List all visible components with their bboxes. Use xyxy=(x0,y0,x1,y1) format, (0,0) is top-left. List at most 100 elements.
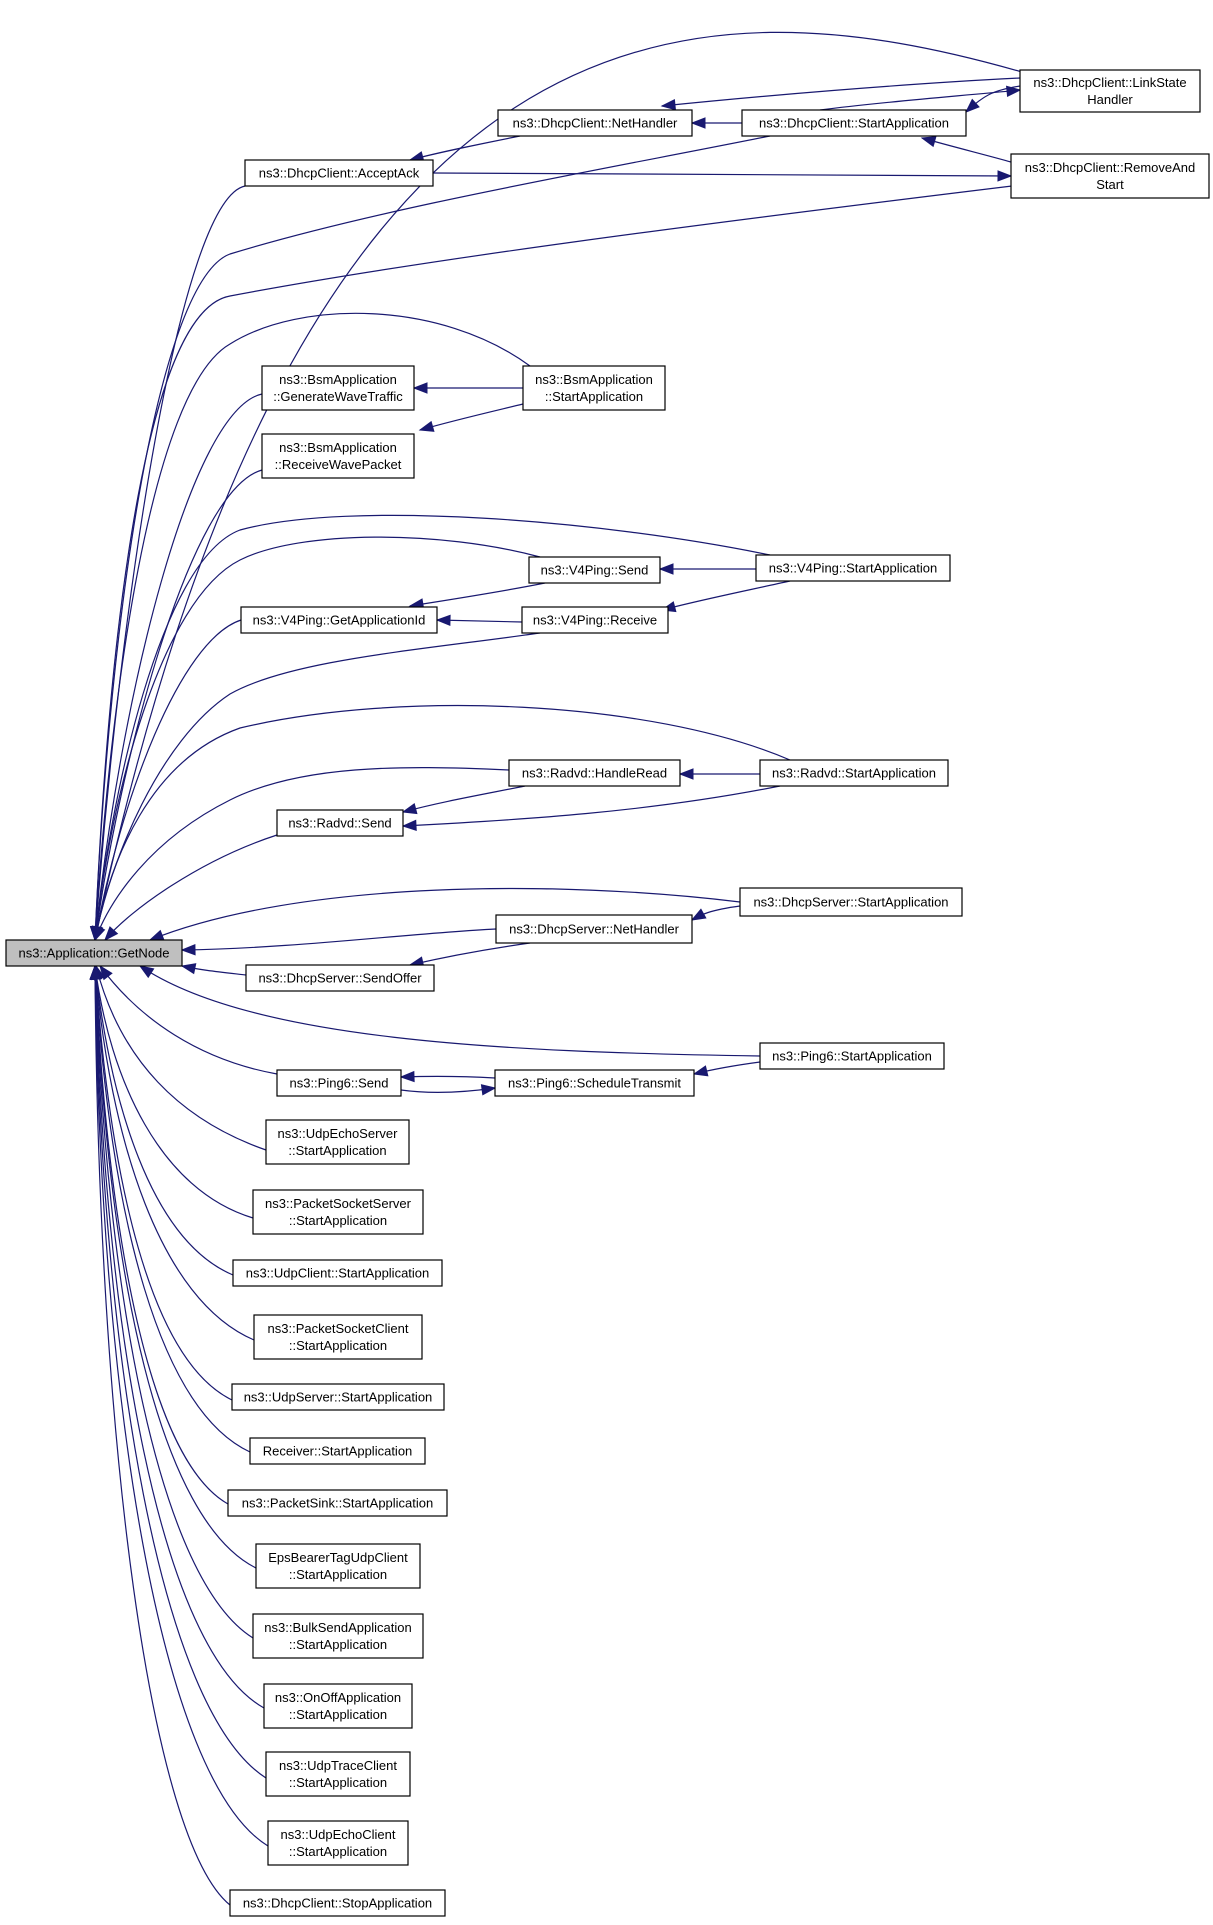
node-psc-start[interactable]: ns3::PacketSocketClient::StartApplicatio… xyxy=(253,1314,423,1360)
node-us-start[interactable]: ns3::UdpServer::StartApplication xyxy=(231,1383,445,1411)
node-box xyxy=(227,1489,448,1517)
edge-line xyxy=(94,514,771,941)
node-ps-start[interactable]: ns3::PacketSink::StartApplication xyxy=(227,1489,448,1517)
edge-line xyxy=(419,403,524,431)
node-label: ns3::DhcpClient::NetHandler xyxy=(513,116,678,131)
node-label: ns3::PacketSink::StartApplication xyxy=(242,1496,434,1511)
edge-ds_sendoffer-to-getnode xyxy=(180,963,247,976)
node-v4-send[interactable]: ns3::V4Ping::Send xyxy=(528,556,661,584)
node-label: ns3::PacketSocketClient xyxy=(268,1321,409,1336)
edge-pss_start-to-getnode xyxy=(91,964,254,1219)
edge-rad_start-to-getnode xyxy=(91,705,791,942)
arrowhead-icon xyxy=(435,614,451,627)
node-eps-start[interactable]: EpsBearerTagUdpClient::StartApplication xyxy=(255,1543,421,1589)
node-bsm-start[interactable]: ns3::BsmApplication::StartApplication xyxy=(522,365,666,411)
node-rad-send[interactable]: ns3::Radvd::Send xyxy=(276,809,404,837)
edge-line xyxy=(94,965,255,1341)
edge-line xyxy=(94,619,242,941)
node-rad-handleread[interactable]: ns3::Radvd::HandleRead xyxy=(508,759,681,787)
node-label: ::ReceiveWavePacket xyxy=(275,457,402,472)
node-label: ns3::OnOffApplication xyxy=(275,1690,401,1705)
node-bulk-start[interactable]: ns3::BulkSendApplication::StartApplicati… xyxy=(252,1613,424,1659)
node-p6-start[interactable]: ns3::Ping6::StartApplication xyxy=(759,1042,945,1070)
node-label: ns3::V4Ping::StartApplication xyxy=(769,561,937,576)
edge-line xyxy=(94,185,1013,941)
node-label: Start xyxy=(1096,177,1124,192)
node-label: ns3::Ping6::Send xyxy=(289,1076,388,1091)
edge-line xyxy=(400,1075,496,1079)
edge-dc_nethandler-to-dc_acceptack xyxy=(408,135,521,163)
edge-line xyxy=(94,965,269,1847)
edge-line xyxy=(819,89,1021,111)
edge-dc_linkstate-to-dc_nethandler xyxy=(660,77,1021,111)
node-ds-start[interactable]: ns3::DhcpServer::StartApplication xyxy=(739,887,963,917)
node-box xyxy=(495,914,693,944)
arrowhead-icon xyxy=(89,964,101,980)
edge-line xyxy=(94,965,231,1906)
edge-line xyxy=(94,185,246,941)
edge-v4_start-to-getnode xyxy=(90,514,771,942)
node-label: ns3::UdpTraceClient xyxy=(279,1758,397,1773)
node-dc-stop[interactable]: ns3::DhcpClient::StopApplication xyxy=(229,1889,446,1917)
node-box xyxy=(265,1119,410,1165)
arrowhead-icon xyxy=(480,1084,497,1096)
edge-line xyxy=(432,172,1012,177)
edge-line xyxy=(94,965,267,1779)
node-rad-start[interactable]: ns3::Radvd::StartApplication xyxy=(759,759,949,787)
node-v4-getappid[interactable]: ns3::V4Ping::GetApplicationId xyxy=(240,606,438,634)
edge-line xyxy=(94,536,541,941)
node-box xyxy=(494,1069,695,1097)
edge-dc_start-to-dc_removeandstart xyxy=(432,170,1013,182)
node-box xyxy=(528,556,661,584)
node-box xyxy=(508,759,681,787)
node-bsm-recvwave[interactable]: ns3::BsmApplication::ReceiveWavePacket xyxy=(261,433,415,479)
edge-line xyxy=(94,767,510,941)
node-uc-start[interactable]: ns3::UdpClient::StartApplication xyxy=(232,1259,443,1287)
edge-ds_nethandler-to-getnode xyxy=(180,928,497,956)
arrowhead-icon xyxy=(399,1070,415,1083)
node-label: ns3::UdpEchoServer xyxy=(278,1126,399,1141)
node-label: ::StartApplication xyxy=(289,1567,387,1582)
node-v4-receive[interactable]: ns3::V4Ping::Receive xyxy=(521,606,669,634)
node-dc-start[interactable]: ns3::DhcpClient::StartApplication xyxy=(741,109,967,137)
edge-line xyxy=(94,469,263,941)
node-utc-start[interactable]: ns3::UdpTraceClient::StartApplication xyxy=(265,1751,411,1797)
node-v4-start[interactable]: ns3::V4Ping::StartApplication xyxy=(755,554,951,582)
node-label: ns3::DhcpServer::NetHandler xyxy=(509,922,679,937)
node-p6-schedule[interactable]: ns3::Ping6::ScheduleTransmit xyxy=(494,1069,695,1097)
node-box xyxy=(1010,153,1210,199)
node-label: ns3::BulkSendApplication xyxy=(264,1620,411,1635)
node-ds-sendoffer[interactable]: ns3::DhcpServer::SendOffer xyxy=(245,964,435,992)
node-box xyxy=(5,939,183,967)
edge-p6_schedule-to-p6_send xyxy=(399,1070,496,1083)
node-onoff-start[interactable]: ns3::OnOffApplication::StartApplication xyxy=(263,1683,413,1729)
node-label: ns3::V4Ping::GetApplicationId xyxy=(253,613,426,628)
node-getnode[interactable]: ns3::Application::GetNode xyxy=(5,939,183,967)
node-dc-acceptack[interactable]: ns3::DhcpClient::AcceptAck xyxy=(244,159,434,187)
node-pss-start[interactable]: ns3::PacketSocketServer::StartApplicatio… xyxy=(252,1189,424,1235)
node-rcv-start[interactable]: Receiver::StartApplication xyxy=(249,1437,426,1465)
node-label: ns3::Radvd::HandleRead xyxy=(522,766,667,781)
node-bsm-genwave[interactable]: ns3::BsmApplication::GenerateWaveTraffic xyxy=(261,365,415,411)
node-box xyxy=(1019,69,1201,113)
edge-line xyxy=(402,785,526,813)
edge-line xyxy=(94,393,263,941)
edge-line xyxy=(921,137,1012,163)
node-uec-start[interactable]: ns3::UdpEchoClient::StartApplication xyxy=(267,1820,409,1866)
node-label: ns3::Radvd::StartApplication xyxy=(772,766,936,781)
node-p6-send[interactable]: ns3::Ping6::Send xyxy=(276,1069,402,1097)
edge-v4_start-to-v4_receive xyxy=(660,580,791,613)
node-label: ns3::Ping6::StartApplication xyxy=(772,1049,932,1064)
node-ds-nethandler[interactable]: ns3::DhcpServer::NetHandler xyxy=(495,914,693,944)
edge-v4_send-to-getnode xyxy=(90,536,541,942)
node-ues-start[interactable]: ns3::UdpEchoServer::StartApplication xyxy=(265,1119,410,1165)
edge-bsm_start-to-bsm_genwave xyxy=(412,382,523,394)
edge-line xyxy=(400,1087,496,1094)
node-box xyxy=(232,1259,443,1287)
node-dc-nethandler[interactable]: ns3::DhcpClient::NetHandler xyxy=(497,109,693,137)
arrowhead-icon xyxy=(690,908,707,921)
node-box xyxy=(252,1613,424,1659)
